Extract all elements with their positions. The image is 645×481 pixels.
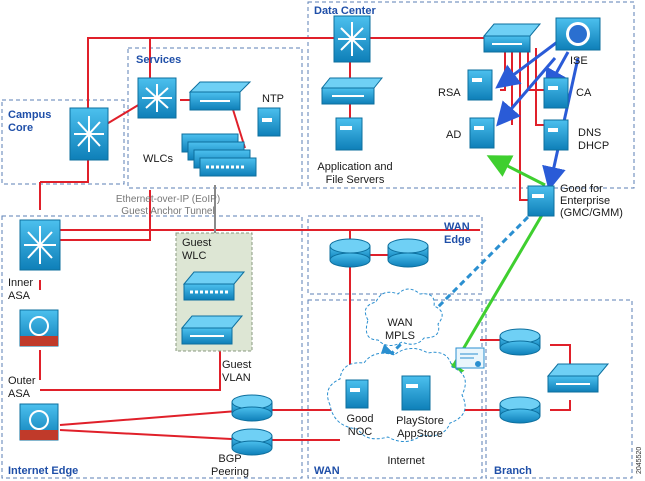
text-line: PlayStore xyxy=(396,415,444,427)
guest-wlc-icon xyxy=(182,271,246,301)
zone-campus-core xyxy=(1,99,125,185)
dc-top-switch-icon xyxy=(482,23,542,53)
text-line: ASA xyxy=(8,388,31,400)
branch-router-1 xyxy=(499,328,541,356)
zone-title-branch: Branch xyxy=(494,465,532,477)
ca-server-icon xyxy=(543,77,569,109)
good-noc-server-icon xyxy=(345,379,369,409)
text-line: WLC xyxy=(182,250,207,262)
campus-core-switch-icon xyxy=(69,107,109,161)
text-line: Outer xyxy=(8,375,36,387)
label-rsa: RSA xyxy=(438,87,461,99)
ntp-server-icon xyxy=(257,107,281,137)
wan-mpls-cloud xyxy=(364,288,443,346)
router-icon xyxy=(231,238,541,456)
text-line: DHCP xyxy=(578,140,609,152)
text-line: Guest xyxy=(182,237,211,249)
text-line: ASA xyxy=(8,290,31,302)
zone-data-center xyxy=(307,1,635,189)
text-line: MPLS xyxy=(385,330,415,342)
text-line: Core xyxy=(8,122,33,134)
internet-cloud xyxy=(327,348,466,442)
text-line: VLAN xyxy=(222,372,251,384)
ad-server-icon xyxy=(469,117,495,149)
text-line: Ethernet-over-IP (EoIP) xyxy=(116,194,220,205)
good-enterprise-server-icon xyxy=(527,185,555,217)
text-line: AppStore xyxy=(397,428,443,440)
text-line: Good for xyxy=(560,183,603,195)
inner-asa-firewall-icon xyxy=(19,309,59,347)
zone-title-internet-edge: Internet Edge xyxy=(8,465,78,477)
text-line: WAN xyxy=(444,221,470,233)
services-core-switch-icon xyxy=(137,77,177,119)
text-line: DNS xyxy=(578,127,601,139)
wan-edge-router-1 xyxy=(329,238,371,268)
rsa-server-icon xyxy=(467,69,493,101)
dns-server-icon xyxy=(543,119,569,151)
text-line: NOC xyxy=(348,426,373,438)
text-line: Application and xyxy=(317,161,392,173)
text-line: WAN xyxy=(387,317,412,329)
text-line: Enterprise xyxy=(560,195,610,207)
zone-branch xyxy=(485,299,633,479)
zone-internet-edge xyxy=(1,215,303,479)
internet-router-1 xyxy=(231,394,273,422)
label-ise: ISE xyxy=(570,55,588,67)
cloud-icon xyxy=(327,288,466,442)
zone-title-data-center: Data Center xyxy=(314,5,376,17)
text-line: BGP xyxy=(218,453,241,465)
text-line: Edge xyxy=(444,234,471,246)
text-line: Guest Anchor Tunnel xyxy=(121,206,214,217)
dc-core-switch-icon xyxy=(333,15,371,63)
label-ntp: NTP xyxy=(262,93,284,105)
guest-switch-icon xyxy=(180,315,244,345)
wlcs-icon xyxy=(181,133,257,177)
text-line: Campus xyxy=(8,109,51,121)
branch-switch-icon xyxy=(546,363,610,393)
label-ca: CA xyxy=(576,87,592,99)
branch-router-2 xyxy=(499,396,541,424)
label-ad: AD xyxy=(446,129,461,141)
label-eoip: Ethernet-over-IP (EoIP)Guest Anchor Tunn… xyxy=(116,194,220,217)
label-internet: Internet xyxy=(387,455,424,467)
ise-globe-icon xyxy=(555,17,601,51)
playstore-server-icon xyxy=(401,375,431,411)
app-server-icon xyxy=(335,117,363,151)
text-line: (GMC/GMM) xyxy=(560,207,623,219)
dc-distribution-switch-icon xyxy=(320,77,384,105)
label-wlcs: WLCs xyxy=(143,153,173,165)
internet-router-2 xyxy=(231,428,273,456)
text-line: Good xyxy=(347,413,374,425)
outer-asa-firewall-icon xyxy=(19,403,59,441)
text-line: Peering xyxy=(211,466,249,478)
zones xyxy=(1,1,635,479)
text-line: Guest xyxy=(222,359,251,371)
services-switch-icon xyxy=(188,81,252,111)
text-line: File Servers xyxy=(326,174,385,186)
text-line: Inner xyxy=(8,277,33,289)
figure-code: 2045520 xyxy=(636,447,643,474)
internet-edge-switch-icon xyxy=(19,219,61,271)
certificate-icon xyxy=(455,347,485,369)
wan-edge-router-2 xyxy=(387,238,429,268)
zone-title-wan: WAN xyxy=(314,465,340,477)
zone-title-services: Services xyxy=(136,54,181,66)
